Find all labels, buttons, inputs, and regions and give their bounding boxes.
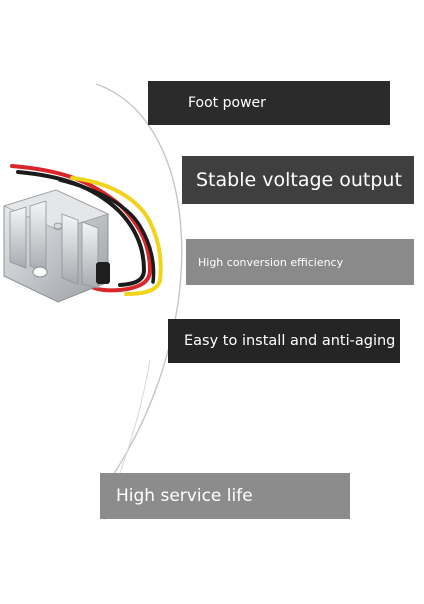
decorative-curve xyxy=(95,83,183,481)
wires xyxy=(10,164,163,296)
feature-banner-foot-power: Foot power xyxy=(148,81,390,125)
feature-banner-easy-install: Easy to install and anti-aging xyxy=(168,319,400,363)
feature-banner-service-life: High service life xyxy=(100,473,350,519)
wire-grommet xyxy=(96,262,110,284)
mounting-hole xyxy=(53,222,63,230)
heat-fins xyxy=(9,200,99,289)
converter-module xyxy=(2,189,110,303)
mounting-hole xyxy=(32,266,48,278)
feature-banner-conversion-efficiency: High conversion efficiency xyxy=(186,239,414,285)
feature-banner-stable-voltage: Stable voltage output xyxy=(182,156,414,204)
